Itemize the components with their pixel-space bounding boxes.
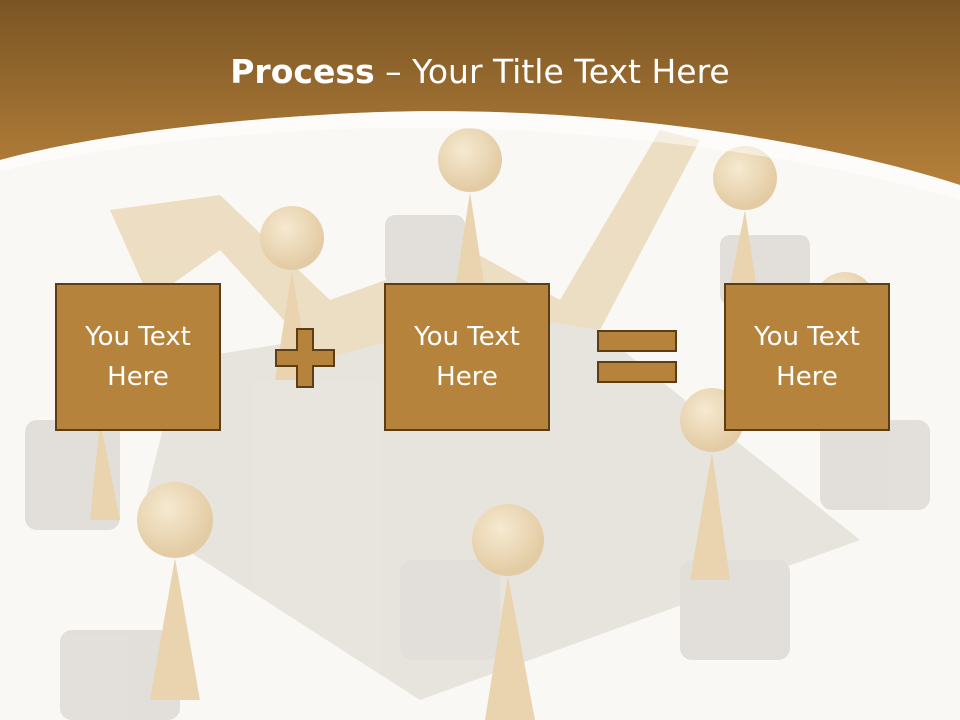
equals-icon	[597, 330, 677, 383]
title-bold: Process	[230, 52, 375, 91]
text-box-3-label: You Text Here	[754, 322, 860, 392]
plus-icon	[275, 328, 335, 388]
title-rest: – Your Title Text Here	[374, 52, 730, 91]
text-box-3[interactable]: You Text Here	[724, 283, 890, 431]
text-box-1[interactable]: You Text Here	[55, 283, 221, 431]
text-box-1-label: You Text Here	[85, 322, 191, 392]
text-box-2-label: You Text Here	[414, 322, 520, 392]
slide-title: Process – Your Title Text Here	[0, 52, 960, 91]
text-box-2[interactable]: You Text Here	[384, 283, 550, 431]
